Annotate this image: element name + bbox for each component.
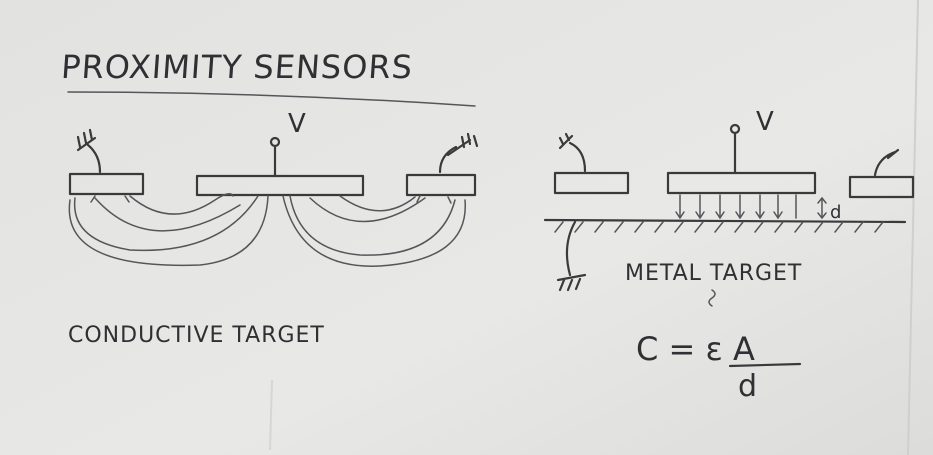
surface-hatching — [554, 221, 884, 233]
board-edge — [907, 0, 919, 455]
sensor-electrode — [195, 174, 365, 197]
field-lines — [68, 193, 466, 267]
ground-icon — [873, 148, 900, 177]
left-ground-plate — [68, 172, 145, 196]
title: PROXIMITY SENSORS — [60, 48, 414, 86]
sensor-electrode — [666, 171, 817, 195]
right-ground-plate — [405, 173, 477, 197]
ground-icon — [438, 132, 479, 174]
metal-target-diagram: V d METAL TARGET C = ε A d — [543, 107, 915, 404]
left-ground-plate — [553, 171, 630, 195]
terminal-icon — [269, 136, 281, 148]
faint-mark — [269, 379, 273, 451]
right-ground-plate — [848, 175, 915, 199]
metal-target-surface — [543, 218, 907, 224]
caption-conductive-target: CONDUCTIVE TARGET — [68, 323, 325, 348]
formula-denominator: d — [738, 369, 757, 404]
ground-icon — [558, 132, 587, 173]
title-underline — [67, 91, 476, 107]
voltage-label: V — [288, 109, 306, 139]
voltage-label: V — [756, 107, 774, 137]
formula-numerator: C = ε A — [636, 330, 755, 368]
squiggle-mark — [708, 289, 716, 307]
field-arrows — [675, 194, 827, 220]
fraction-bar — [728, 362, 802, 368]
gap-label: d — [830, 202, 841, 223]
conductive-target-diagram: V CONDUCTIVE TARGET — [68, 109, 479, 451]
ground-icon — [76, 128, 102, 174]
terminal-icon — [729, 123, 741, 135]
ground-icon — [556, 220, 587, 292]
caption-metal-target: METAL TARGET — [625, 261, 802, 286]
